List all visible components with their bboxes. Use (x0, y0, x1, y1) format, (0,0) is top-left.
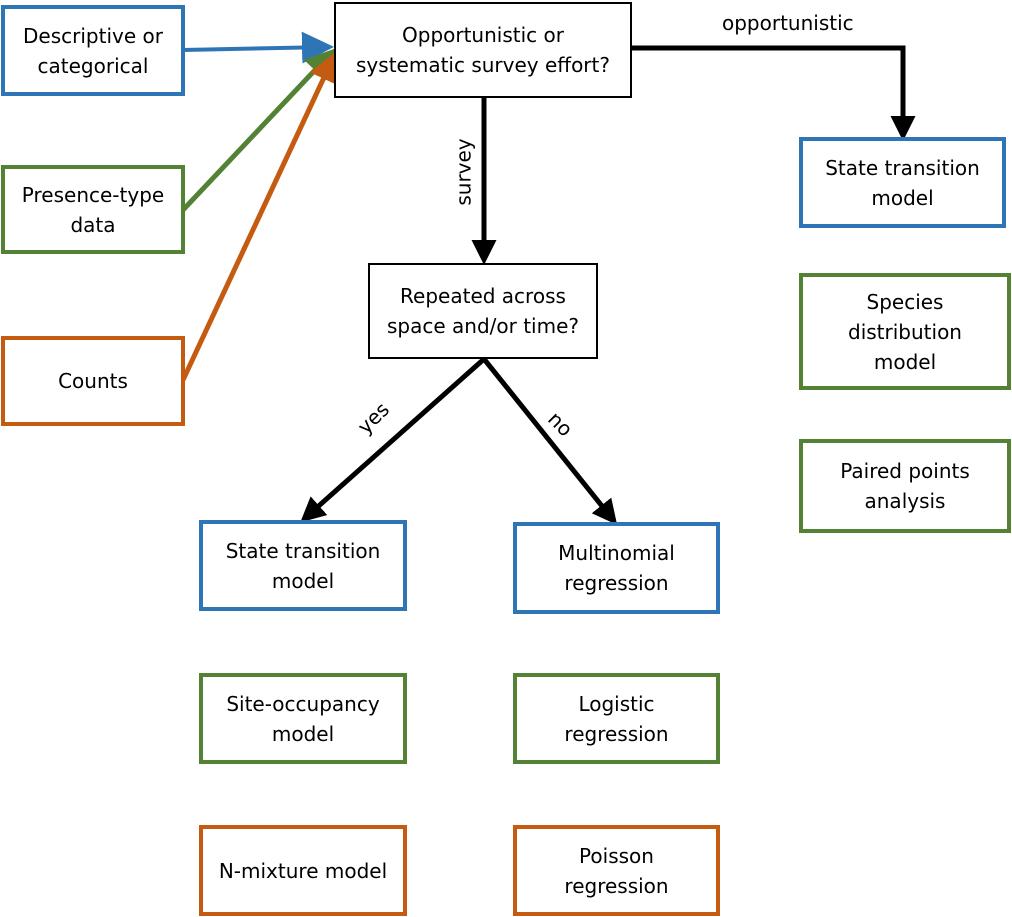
counts-box: Counts (1, 336, 185, 426)
descriptive-categorical-box: Descriptive or categorical (1, 5, 185, 96)
poisson-regression: Poisson regression (513, 825, 720, 916)
logistic-regression: Logistic regression (513, 673, 720, 764)
edge-label-opportunistic: opportunistic (722, 11, 854, 35)
state-transition-model-repeated: State transition model (199, 520, 407, 611)
repeated-decision: Repeated across space and/or time? (368, 263, 598, 359)
survey-effort-decision: Opportunistic or systematic survey effor… (334, 2, 632, 98)
state-transition-model-opportunistic: State transition model (799, 137, 1006, 228)
site-occupancy-model: Site-occupancy model (199, 673, 407, 764)
species-distribution-model: Species distribution model (799, 273, 1011, 390)
multinomial-regression: Multinomial regression (513, 522, 720, 614)
paired-points-analysis: Paired points analysis (799, 439, 1011, 533)
presence-type-data-box: Presence-type data (1, 165, 185, 254)
arrow-presence-to-effort (181, 48, 336, 212)
arrow-descriptive-to-effort (182, 31, 334, 64)
arrow-effort-to-opportunistic-models (631, 45, 916, 141)
n-mixture-model: N-mixture model (199, 825, 407, 916)
arrow-counts-to-effort (180, 51, 338, 382)
arrow-repeated-yes (300, 357, 486, 523)
arrow-repeated-no (482, 357, 618, 525)
edge-label-survey: survey (451, 138, 476, 206)
